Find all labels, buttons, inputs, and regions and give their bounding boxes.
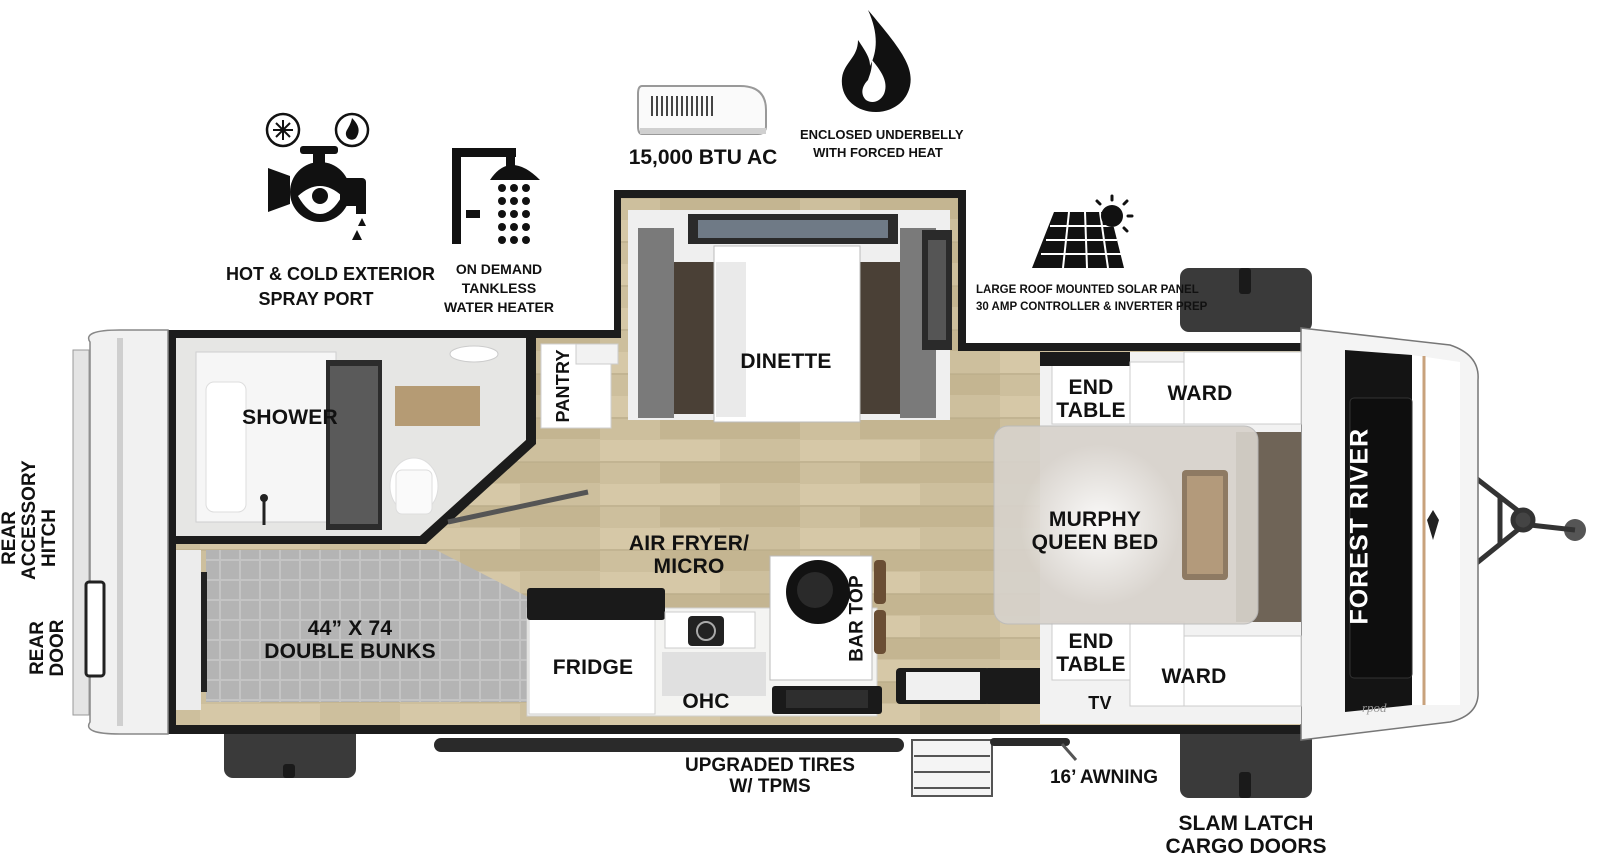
- ac-text: 15,000 BTU AC: [628, 146, 778, 169]
- model-name: rpod: [1362, 700, 1387, 715]
- tires-line1: UPGRADED TIRES: [685, 755, 855, 776]
- end-table-top-label: END TABLE: [1056, 376, 1126, 422]
- rear-hitch-line3: HITCH: [38, 508, 60, 568]
- solar-label: LARGE ROOF MOUNTED SOLAR PANEL 30 AMP CO…: [976, 282, 1208, 315]
- end-table-top-line1: END: [1068, 376, 1114, 399]
- water-heater-label: ON DEMAND TANKLESS WATER HEATER: [440, 260, 558, 317]
- front-cap: [1300, 327, 1479, 741]
- awning-rail: [434, 738, 1078, 761]
- double-bunks: [176, 550, 530, 710]
- bathroom: [176, 338, 536, 544]
- solar-line2: 30 AMP CONTROLLER & INVERTER PREP: [976, 300, 1208, 313]
- shower-label: SHOWER: [242, 406, 338, 429]
- fire-icon: [841, 10, 911, 112]
- bunks-line2: DOUBLE BUNKS: [264, 640, 436, 664]
- rear-door-label: REAR DOOR: [27, 618, 72, 678]
- ward-bottom-label: WARD: [1161, 665, 1227, 688]
- underbelly-label: ENCLOSED UNDERBELLY WITH FORCED HEAT: [800, 126, 964, 161]
- cargo-door-front-bottom: [1180, 714, 1312, 798]
- bar-top-label: BAR TOP: [846, 575, 868, 662]
- spray-port-line2: SPRAY PORT: [258, 289, 374, 310]
- cargo-line1: SLAM LATCH: [1178, 812, 1314, 835]
- cargo-line2: CARGO DOORS: [1165, 835, 1327, 859]
- rear-door-line1: REAR: [27, 621, 48, 675]
- valve-icon: [268, 146, 366, 240]
- bed-line2: QUEEN BED: [1031, 531, 1159, 555]
- tongue-hitch: [1466, 470, 1586, 572]
- bunks-line1: 44” X 74: [307, 617, 393, 640]
- awning-text: 16’ AWNING: [1049, 767, 1159, 788]
- solar-line1: LARGE ROOF MOUNTED SOLAR PANEL: [976, 284, 1199, 296]
- solar-panel-icon: [1032, 211, 1124, 269]
- rear-cap: [72, 329, 169, 735]
- rear-hitch-line2: ACCESSORY: [18, 460, 40, 580]
- door-swing: [447, 489, 589, 525]
- end-table-bottom-line2: TABLE: [1056, 653, 1126, 677]
- awning-label: 16’ AWNING: [1044, 767, 1164, 789]
- water-heater-line3: WATER HEATER: [444, 298, 554, 315]
- bedroom: [993, 351, 1302, 724]
- pantry-label: PANTRY: [553, 349, 574, 423]
- bunks-label: 44” X 74 DOUBLE BUNKS: [260, 617, 440, 663]
- underbelly-line1: ENCLOSED UNDERBELLY: [800, 127, 964, 142]
- ac-unit-icon: [637, 85, 767, 135]
- fridge-label: FRIDGE: [552, 656, 634, 679]
- tires-label: UPGRADED TIRES W/ TPMS: [680, 755, 860, 798]
- tires-line2: W/ TPMS: [729, 775, 811, 797]
- sun-icon: [1095, 194, 1134, 233]
- cargo-door-front-top: [1180, 268, 1312, 332]
- rear-hitch-line1: REAR: [0, 511, 20, 565]
- air-fryer-line1: AIR FRYER/: [628, 532, 750, 555]
- entry-steps: [911, 739, 993, 797]
- dinette-label: DINETTE: [740, 350, 832, 373]
- air-fryer-line2: MICRO: [653, 555, 725, 579]
- water-heater-line1: ON DEMAND: [455, 261, 543, 277]
- ward-top-label: WARD: [1167, 382, 1233, 405]
- spray-port-line1: HOT & COLD EXTERIOR: [226, 264, 436, 284]
- water-heater-line2: TANKLESS: [461, 279, 537, 296]
- brand-name: FOREST RIVER: [1345, 427, 1374, 625]
- rear-hitch-label: REAR ACCESSORY HITCH: [0, 460, 64, 580]
- underbelly-line2: WITH FORCED HEAT: [813, 144, 943, 160]
- dinette-slide: [628, 210, 952, 423]
- ac-label: 15,000 BTU AC: [618, 146, 788, 169]
- flame-icon: [334, 112, 370, 148]
- ohc-label: OHC: [682, 690, 730, 713]
- cargo-doors-label: SLAM LATCH CARGO DOORS: [1148, 812, 1344, 858]
- end-table-top-line2: TABLE: [1056, 399, 1126, 423]
- kitchen: [526, 555, 1154, 717]
- shower-head-icon: [452, 148, 540, 244]
- rear-door-line2: DOOR: [46, 619, 68, 677]
- air-fryer-label: AIR FRYER/ MICRO: [624, 532, 754, 578]
- end-table-bottom-line1: END: [1068, 630, 1114, 653]
- spray-port-label: HOT & COLD EXTERIOR SPRAY PORT: [226, 262, 436, 312]
- bed-line1: MURPHY: [1048, 508, 1142, 531]
- tv-label: TV: [1088, 693, 1112, 713]
- snowflake-icon: [265, 112, 301, 148]
- pantry: [540, 343, 619, 429]
- murphy-bed-label: MURPHY QUEEN BED: [1020, 508, 1170, 554]
- end-table-bottom-label: END TABLE: [1056, 630, 1126, 676]
